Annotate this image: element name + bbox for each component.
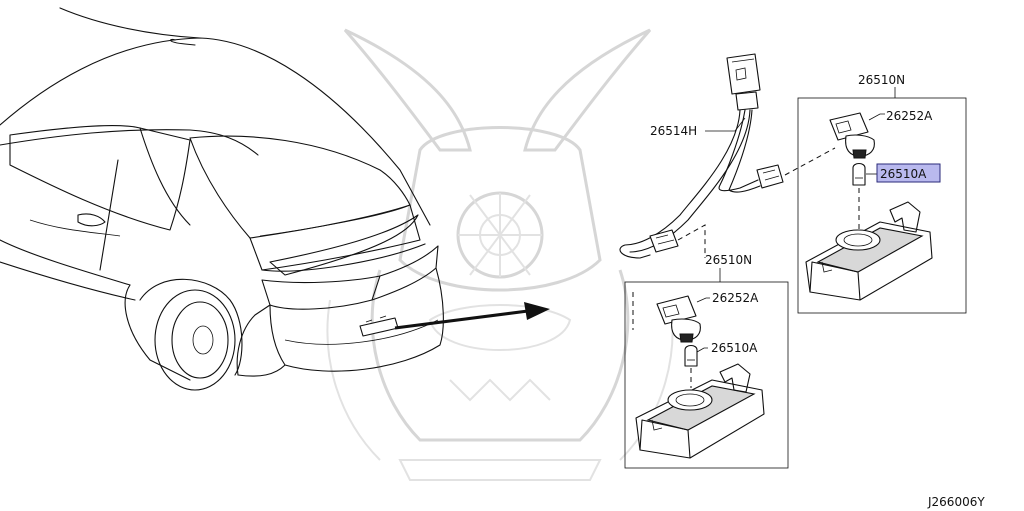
lamp-assembly-upper <box>797 97 967 314</box>
label-socket-lower[interactable]: 26252A <box>712 291 759 305</box>
location-arrow <box>394 302 550 330</box>
leader-lines <box>696 87 896 353</box>
upper-group-frame <box>797 97 967 314</box>
label-lamp-assembly-lower[interactable]: 26510N <box>705 253 752 267</box>
connection-lower-dash <box>677 224 706 258</box>
wiring-harness <box>619 53 784 259</box>
highlight-box <box>876 163 941 183</box>
lower-group-frame <box>624 281 789 469</box>
samurai-helmet-watermark-icon <box>326 28 674 481</box>
lamp-assembly-lower <box>624 281 789 469</box>
connection-upper-dash <box>784 147 836 176</box>
label-bulb-lower[interactable]: 26510A <box>711 341 758 355</box>
label-bulb-upper[interactable]: 26510A <box>880 167 927 181</box>
label-harness[interactable]: 26514H <box>650 124 697 138</box>
diagram-code: J266006Y <box>927 495 985 509</box>
vehicle-rear-view <box>0 7 444 391</box>
label-lamp-assembly-upper[interactable]: 26510N <box>858 73 905 87</box>
label-socket-upper[interactable]: 26252A <box>886 109 933 123</box>
